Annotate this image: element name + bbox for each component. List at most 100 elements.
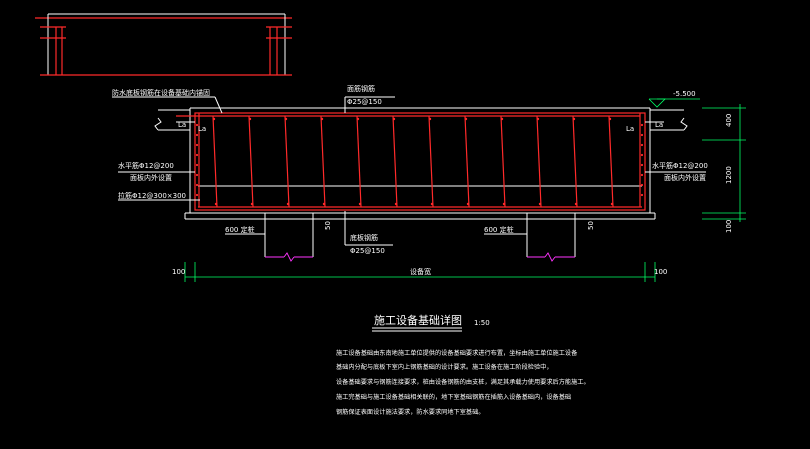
rebar-dot	[538, 202, 542, 206]
rebar-dot	[286, 202, 290, 206]
note-line: 施工完基础与施工设备基础相关联的，地下室基础钢筋在插筋入设备基础内，设备基础	[336, 393, 571, 401]
rebar-dot	[608, 117, 612, 121]
la-left-outer: La	[178, 121, 186, 129]
dim-left-100: 100	[172, 268, 185, 276]
annotation-horizontal-left: 水平筋Φ12@200 面板内外设置	[118, 161, 195, 182]
wall-rebar-dot	[195, 143, 199, 147]
vertical-rebar	[356, 115, 362, 208]
note-line: 施工设备基础由东南地施工单位提供的设备基础要求进行布置，坐标由施工单位施工设备	[336, 349, 578, 357]
rebar-dot	[394, 202, 398, 206]
horiz-right-1: 水平筋Φ12@200	[652, 161, 708, 170]
rebar-dot	[536, 117, 540, 121]
vertical-rebar	[248, 115, 254, 208]
annotation-bottom-rebar: 底板钢筋 Φ25@150	[344, 211, 393, 255]
top-left-detail	[35, 13, 292, 76]
wall-rebar-dot	[640, 133, 644, 137]
rebar-dot	[430, 202, 434, 206]
elevation-mark: -5.500	[648, 90, 700, 108]
la-right-inner: La	[626, 125, 634, 133]
rebar-dot	[428, 117, 432, 121]
drawing-scale: 1:50	[474, 319, 490, 327]
dim-50-right: 50	[587, 221, 595, 230]
vertical-rebar	[464, 115, 470, 208]
top-rebar-spec: Φ25@150	[347, 98, 382, 106]
dimension-right: 400 1200 100	[702, 104, 746, 233]
vertical-rebar	[572, 115, 578, 208]
pile-left-label: 600 定桩	[225, 225, 255, 234]
note-line: 钢筋保证表面设计施法要求，防水要求同地下室基础。	[336, 408, 485, 416]
dim-width: 设备宽	[410, 267, 431, 276]
wall-rebar-dot	[195, 173, 199, 177]
rebar-dot	[250, 202, 254, 206]
wall-rebar-dot	[195, 183, 199, 187]
vertical-rebar	[500, 115, 506, 208]
pile-left	[264, 213, 314, 262]
wall-rebar-dot	[640, 193, 644, 197]
vertical-rebars	[195, 115, 644, 208]
vertical-rebar	[212, 115, 218, 208]
rebar-dot	[356, 117, 360, 121]
wall-rebar-dot	[640, 163, 644, 167]
annotation-waterproof: 防水底板钢筋在设备基础内锚固	[112, 88, 223, 114]
rebar-dot	[212, 117, 216, 121]
wall-rebar-dot	[195, 133, 199, 137]
horiz-left-2: 面板内外设置	[130, 173, 172, 182]
rebar-dot	[322, 202, 326, 206]
wall-rebar-dot	[195, 153, 199, 157]
rebar-dot	[320, 117, 324, 121]
elevation-label: -5.500	[673, 90, 696, 98]
vertical-rebar	[320, 115, 326, 208]
dimension-50: 50 50	[324, 221, 595, 230]
wall-rebar-dot	[640, 173, 644, 177]
stirrup-label: 拉筋Φ12@300×300	[118, 191, 186, 200]
top-rebar-title: 面筋钢筋	[347, 84, 375, 93]
annotation-stirrup: 拉筋Φ12@300×300	[118, 191, 200, 201]
ground-line-right	[650, 109, 688, 131]
rebar-dot	[248, 117, 252, 121]
wall-rebar-dot	[640, 183, 644, 187]
la-marks: La La La La	[176, 121, 664, 133]
wall-rebar-dot	[640, 143, 644, 147]
wall-rebar-dot	[195, 123, 199, 127]
rebar-dot	[502, 202, 506, 206]
annotation-horizontal-right: 水平筋Φ12@200 面板内外设置	[645, 161, 708, 182]
dim-400: 400	[725, 114, 733, 127]
rebar-dot	[358, 202, 362, 206]
wall-rebar-dot	[640, 153, 644, 157]
rebar-dot	[392, 117, 396, 121]
rebar-dot	[464, 117, 468, 121]
horiz-left-1: 水平筋Φ12@200	[118, 161, 174, 170]
notes-block: 施工设备基础由东南地施工单位提供的设备基础要求进行布置，坐标由施工单位施工设备 …	[336, 349, 590, 416]
dimension-bottom: 100 100 设备宽	[172, 262, 667, 282]
vertical-rebar	[392, 115, 398, 208]
rebar-dot	[466, 202, 470, 206]
ground-line-left	[154, 109, 190, 131]
waterproof-label: 防水底板钢筋在设备基础内锚固	[112, 88, 210, 97]
note-line: 基础内分配与底板下室内上钢筋基础的设计要求。施工设备在施工阶段检验中，	[336, 363, 553, 371]
rebar-dot	[214, 202, 218, 206]
note-line: 设备基础要求与钢筋连接要求，桩由设备钢筋的由支桩，满足其承载力使用要求后方能施工…	[336, 378, 590, 386]
wall-rebar-dot	[195, 193, 199, 197]
la-left-inner: La	[198, 125, 206, 133]
la-right-outer: La	[655, 121, 663, 129]
vertical-rebar	[428, 115, 434, 208]
rebar-dot	[610, 202, 614, 206]
annotation-top-rebar: 面筋钢筋 Φ25@150	[344, 84, 395, 113]
rebar-cage	[176, 112, 646, 211]
rebar-dot	[572, 117, 576, 121]
dim-100-vertical: 100	[725, 220, 733, 233]
pile-right-label: 600 定桩	[484, 225, 514, 234]
dim-50-left: 50	[324, 221, 332, 230]
drawing-title: 施工设备基础详图	[374, 313, 462, 327]
vertical-rebar	[536, 115, 542, 208]
rebar-dot	[500, 117, 504, 121]
dim-right-100: 100	[654, 268, 667, 276]
drawing-title-block: 施工设备基础详图 1:50	[372, 313, 490, 332]
foundation-box	[184, 107, 656, 220]
vertical-rebar	[608, 115, 614, 208]
horiz-right-2: 面板内外设置	[664, 173, 706, 182]
rebar-dot	[284, 117, 288, 121]
vertical-rebar	[284, 115, 290, 208]
bottom-rebar-title: 底板钢筋	[350, 233, 378, 242]
